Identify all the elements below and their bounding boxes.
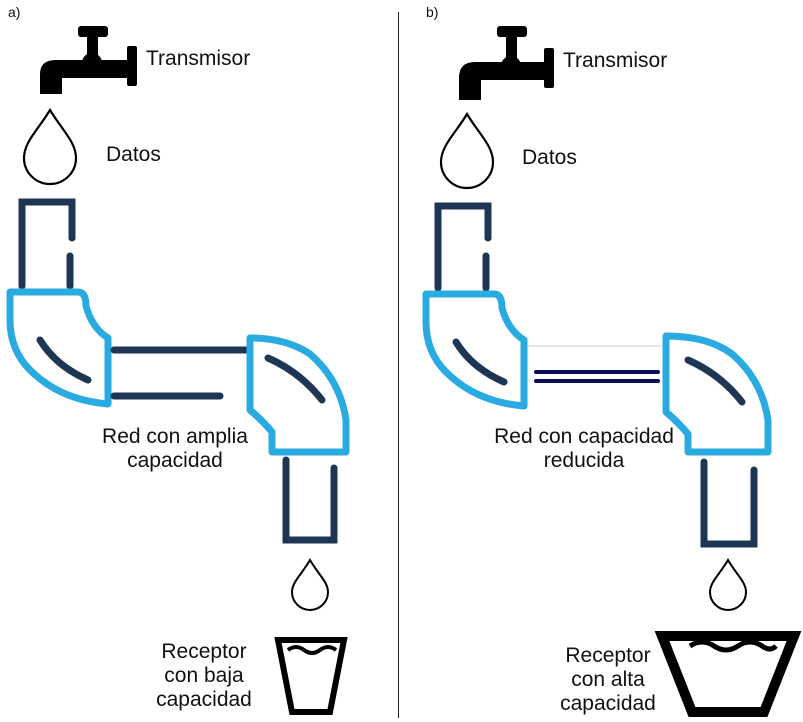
receiver-label-line3: capacidad — [560, 692, 656, 715]
receiver-label-line2: con baja — [164, 664, 244, 687]
transmitter-label: Transmisor — [563, 49, 668, 72]
panel-tag: b) — [426, 4, 439, 20]
receiver-label: Receptor con baja capacidad — [146, 640, 262, 712]
network-label-line1: Red con amplia — [102, 425, 248, 448]
faucet-icon — [459, 26, 554, 100]
cup-icon — [274, 637, 348, 715]
receiver-label-line1: Receptor — [565, 644, 651, 667]
receiver-label-line3: capacidad — [156, 688, 252, 711]
pipe-icon — [422, 202, 772, 548]
panel-a: a) Transmisor Datos Red con amplia capac… — [0, 0, 398, 722]
panel-a-diagram — [6, 26, 350, 715]
network-label-line2: capacidad — [127, 449, 223, 472]
water-drop-icon — [439, 111, 495, 190]
pipe-icon — [6, 198, 350, 544]
receiver-label-line2: con alta — [571, 668, 645, 691]
data-label: Datos — [106, 143, 161, 166]
network-label: Red con capacidad reducida — [476, 425, 692, 473]
receiver-label-line1: Receptor — [161, 640, 247, 663]
faucet-icon — [40, 26, 137, 94]
cup-icon — [654, 631, 802, 717]
panel-divider — [398, 12, 399, 718]
panel-tag: a) — [8, 4, 21, 20]
network-label-line1: Red con capacidad — [494, 425, 674, 448]
network-label: Red con amplia capacidad — [80, 425, 270, 473]
transmitter-label: Transmisor — [146, 47, 251, 70]
panel-b: b) Transmisor Datos Red con capacidad re… — [400, 0, 803, 722]
water-drop-icon — [22, 107, 78, 186]
panel-b-diagram — [422, 26, 802, 717]
receiver-label: Receptor con alta capacidad — [550, 644, 666, 716]
water-drop-icon — [708, 557, 748, 611]
network-label-line2: reducida — [543, 449, 625, 472]
water-drop-icon — [290, 557, 330, 611]
data-label: Datos — [522, 146, 577, 169]
